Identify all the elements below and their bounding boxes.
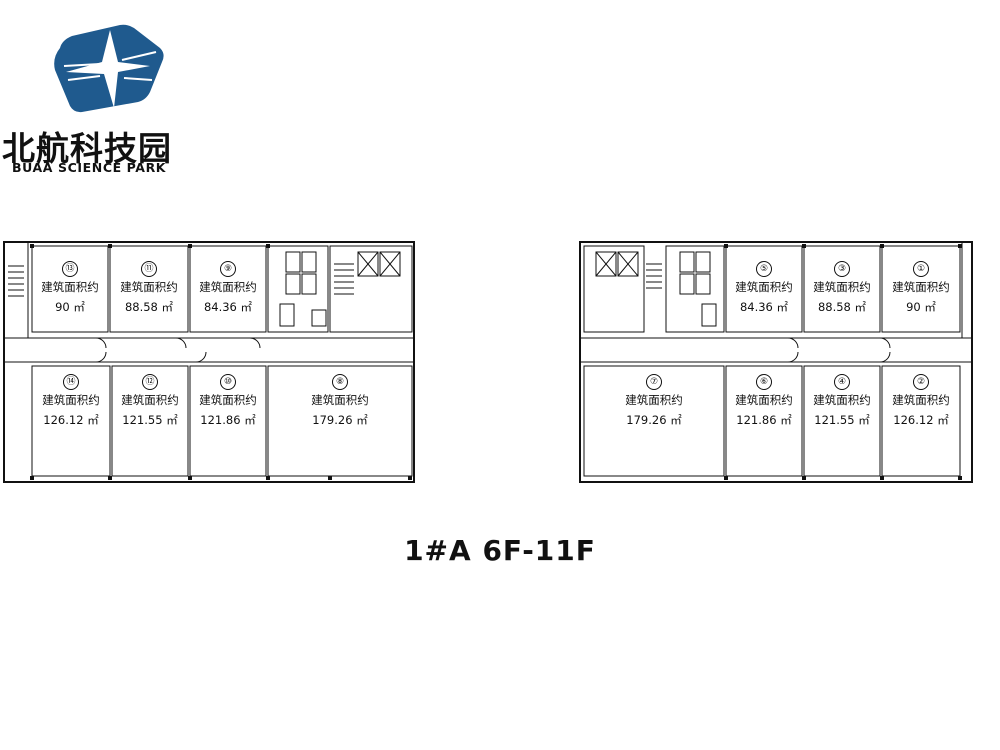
room-14-label: ⑭ 建筑面积约 126.12 ㎡ <box>32 374 110 426</box>
floor-plan-right <box>579 241 973 483</box>
stair-right <box>961 241 973 339</box>
room-4-outline <box>803 365 881 477</box>
room-9-label: ⑨ 建筑面积约 84.36 ㎡ <box>190 261 266 313</box>
room-11-outline <box>109 245 189 333</box>
room-14-outline <box>31 365 111 477</box>
room-1-outline <box>881 245 961 333</box>
room-11-label: ⑪ 建筑面积约 88.58 ㎡ <box>110 261 188 313</box>
room-5-outline <box>725 245 803 333</box>
floor-plan-left <box>3 241 415 483</box>
structural-columns <box>30 244 412 480</box>
room-1-label: ① 建筑面积约 90 ㎡ <box>882 261 960 313</box>
room-10-outline <box>189 365 267 477</box>
room-9-outline <box>189 245 267 333</box>
core-elevators <box>583 245 645 333</box>
room-7-outline <box>583 365 725 477</box>
room-2-outline <box>881 365 961 477</box>
room-2-label: ② 建筑面积约 126.12 ㎡ <box>882 374 960 426</box>
room-3-label: ③ 建筑面积约 88.58 ㎡ <box>804 261 880 313</box>
room-10-label: ⑩ 建筑面积约 121.86 ㎡ <box>190 374 266 426</box>
logo-name-en: BUAA SCIENCE PARK <box>12 160 167 175</box>
room-8-outline <box>267 365 413 477</box>
room-13-label: ⑬ 建筑面积约 90 ㎡ <box>32 261 108 313</box>
logo-emblem-icon <box>54 24 164 113</box>
room-6-outline <box>725 365 803 477</box>
stair-hatch <box>8 265 24 297</box>
room-12-outline <box>111 365 189 477</box>
core-toilets <box>665 245 725 333</box>
core-elevators <box>329 245 413 333</box>
room-12-label: ⑫ 建筑面积约 121.55 ㎡ <box>112 374 188 426</box>
structural-columns <box>724 244 962 480</box>
logo-name-cn: 北航科技园 <box>2 129 172 168</box>
room-7-label: ⑦ 建筑面积约 179.26 ㎡ <box>584 374 724 426</box>
floor-caption: 1#A 6F-11F <box>404 534 596 567</box>
room-8-label: ⑧ 建筑面积约 179.26 ㎡ <box>268 374 412 426</box>
core-toilets <box>267 245 329 333</box>
room-5-label: ⑤ 建筑面积约 84.36 ㎡ <box>726 261 802 313</box>
room-3-outline <box>803 245 881 333</box>
buaa-science-park-logo: 北航科技园 BUAA SCIENCE PARK <box>0 0 220 180</box>
room-4-label: ④ 建筑面积约 121.55 ㎡ <box>804 374 880 426</box>
room-6-label: ⑥ 建筑面积约 121.86 ㎡ <box>726 374 802 426</box>
room-13-outline <box>31 245 109 333</box>
